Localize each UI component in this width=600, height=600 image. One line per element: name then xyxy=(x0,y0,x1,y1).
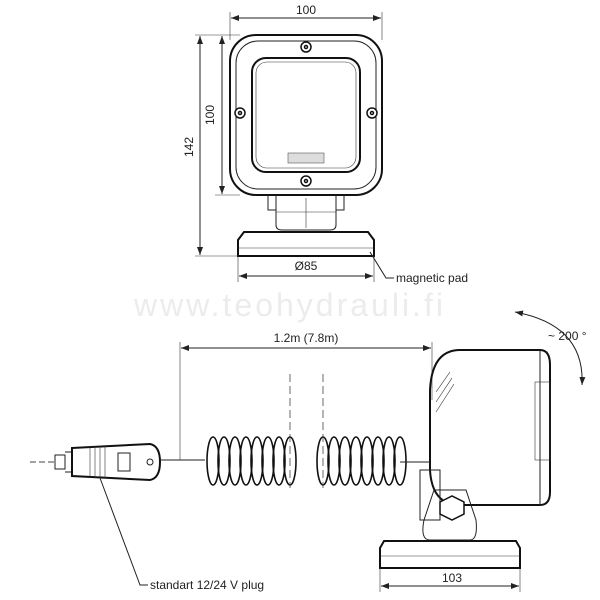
cable-length-dimension xyxy=(179,342,433,460)
cable-coil-loop xyxy=(327,436,341,486)
dimension-base-length xyxy=(379,568,521,592)
coiled-cable xyxy=(206,436,407,486)
screw-icon xyxy=(234,41,378,187)
dimension-height xyxy=(215,34,240,196)
plug-leader xyxy=(99,477,148,586)
rotation-label: ~ 200 ° xyxy=(548,329,587,343)
magnetic-pad-leader xyxy=(369,251,394,279)
width-label: 100 xyxy=(296,3,316,17)
rotation-arrow xyxy=(514,310,586,386)
cable-coil-loop xyxy=(250,436,264,486)
cable-coil-loop xyxy=(272,436,286,486)
cable-coil-loop xyxy=(371,436,385,486)
cable-coil-loop xyxy=(217,436,231,486)
dimension-width xyxy=(229,12,383,40)
cable-coil-loop xyxy=(349,436,363,486)
magnetic-pad-label: magnetic pad xyxy=(396,271,468,285)
base-length-label: 103 xyxy=(442,571,462,585)
front-view-lamp xyxy=(229,34,383,231)
hex-bolt-icon xyxy=(439,495,465,521)
cable-straight xyxy=(160,459,430,463)
side-view-magnetic-base xyxy=(379,540,521,569)
base-diameter-label: Ø85 xyxy=(295,259,318,273)
plug-label: standart 12/24 V plug xyxy=(150,578,264,592)
cable-coil-loop xyxy=(261,436,275,486)
cable-coil-loop xyxy=(360,436,374,486)
side-view-lamp xyxy=(419,349,551,541)
cable-coil-loop xyxy=(206,436,220,486)
dimension-base-diameter xyxy=(237,256,375,282)
watermark: www.teohydrauli.fi xyxy=(133,287,446,323)
total-height-label: 142 xyxy=(182,137,196,157)
height-label: 100 xyxy=(203,105,217,125)
cable-coil-loop xyxy=(393,436,407,486)
dimension-total-height xyxy=(195,34,238,257)
cable-length-label: 1.2m (7.8m) xyxy=(274,331,339,345)
cable-coil-loop xyxy=(228,436,242,486)
cable-coil-loop xyxy=(239,436,253,486)
cable-coil-loop xyxy=(382,436,396,486)
cigarette-plug-icon xyxy=(30,442,162,482)
cable-coil-loop xyxy=(338,436,352,486)
front-view-magnetic-base xyxy=(237,231,375,257)
